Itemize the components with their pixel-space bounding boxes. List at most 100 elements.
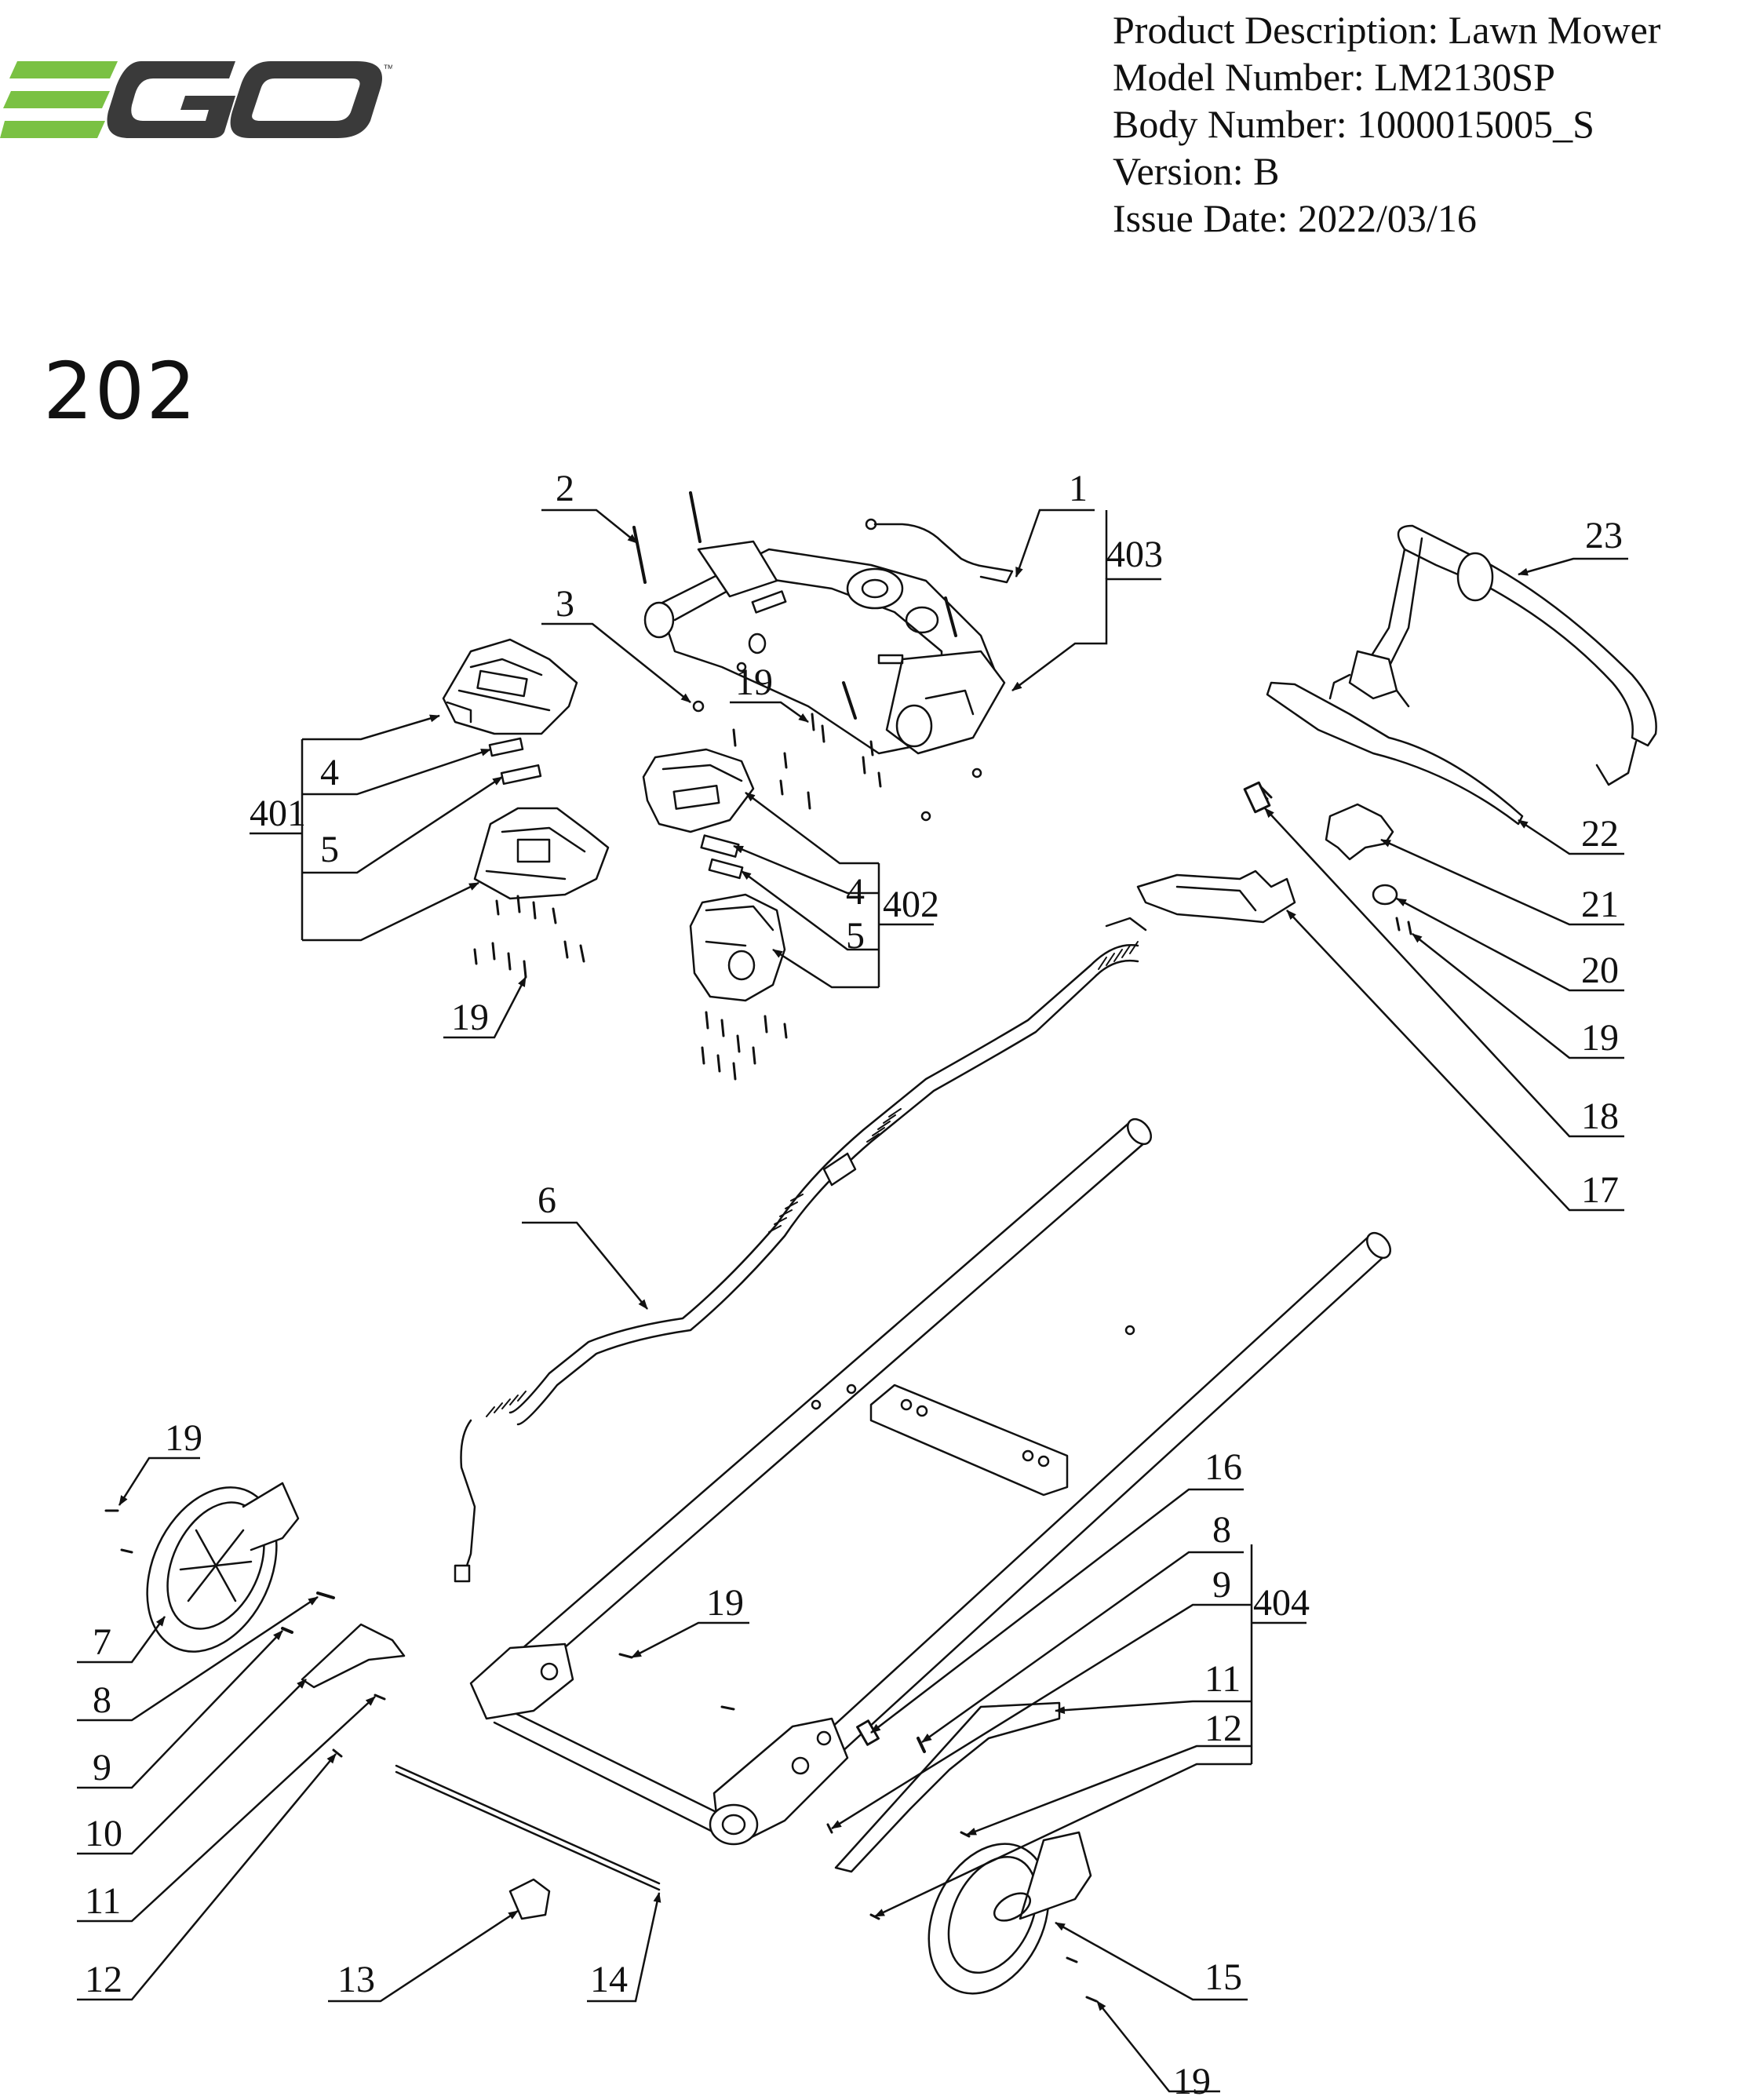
upper-handle-23 <box>1368 524 1657 786</box>
rubber-pad-4b <box>700 834 740 858</box>
cable-6-tail <box>460 1419 476 1579</box>
callout-19f: 19 <box>1173 2061 1211 2100</box>
clip-11a <box>374 1693 386 1701</box>
rubber-pad-5b <box>708 858 744 880</box>
callout-18: 18 <box>1581 1096 1619 1137</box>
callout-19d: 19 <box>165 1417 202 1459</box>
callout-4b: 4 <box>846 871 865 913</box>
leader-2 <box>541 509 638 544</box>
callout-12b: 12 <box>1204 1708 1242 1749</box>
trademark-symbol: ™ <box>383 62 392 75</box>
leader-19c <box>1412 933 1624 1059</box>
leader-5a <box>302 775 503 874</box>
screw-mid <box>842 681 857 720</box>
leader-18 <box>1264 808 1624 1138</box>
lower-handle-frame <box>469 1117 1392 1846</box>
leader-17 <box>1286 910 1624 1212</box>
screws-401 <box>473 895 585 979</box>
callout-11a: 11 <box>85 1880 121 1922</box>
callout-9b: 9 <box>1212 1564 1231 1606</box>
leader-12c <box>874 1763 1252 1918</box>
callout-8a: 8 <box>93 1679 111 1721</box>
callout-401: 401 <box>250 793 306 834</box>
callout-17: 17 <box>1581 1169 1619 1211</box>
sheet-number: 202 <box>43 345 198 437</box>
body-number: Body Number: 1000015005_S <box>1113 102 1594 146</box>
bracket-17 <box>1136 870 1296 924</box>
leader-6 <box>522 1221 648 1310</box>
callout-19e: 19 <box>706 1582 744 1624</box>
callout-1: 1 <box>1069 468 1088 509</box>
ego-logo-e <box>0 61 118 138</box>
leader-401-top <box>302 714 440 741</box>
housing-upper-402 <box>642 748 755 833</box>
callout-19a: 19 <box>735 662 773 703</box>
issue-date: Issue Date: 2022/03/16 <box>1113 196 1477 240</box>
leader-8b <box>921 1551 1244 1744</box>
leader-19e <box>631 1621 749 1659</box>
product-description: Product Description: Lawn Mower <box>1113 8 1661 52</box>
leader-21 <box>1380 838 1624 926</box>
callout-402: 402 <box>883 884 939 925</box>
leader-402-top <box>745 792 879 865</box>
callout-9a: 9 <box>93 1747 111 1788</box>
callout-7: 7 <box>93 1621 111 1663</box>
leader-4b <box>733 844 879 895</box>
callout-2: 2 <box>556 468 574 509</box>
callout-8b: 8 <box>1212 1509 1231 1551</box>
leader-15 <box>1055 1921 1248 2001</box>
leader-8a <box>77 1595 319 1722</box>
leader-12b <box>966 1745 1252 1836</box>
control-box-housing <box>643 540 1006 755</box>
callout-10: 10 <box>85 1813 122 1854</box>
leader-14 <box>587 1892 661 2003</box>
lever-10 <box>301 1623 406 1689</box>
leader-5b <box>741 870 879 951</box>
callout-5b: 5 <box>846 915 865 957</box>
wire-harness-1 <box>873 523 1014 584</box>
leader-19b <box>443 976 527 1039</box>
leader-19a <box>730 701 809 724</box>
leader-9a <box>77 1630 283 1789</box>
screw-19-mid <box>618 1653 633 1659</box>
leader-11a <box>77 1696 376 1923</box>
callout-5a: 5 <box>320 829 339 870</box>
callout-19b: 19 <box>451 997 489 1038</box>
leader-13 <box>328 1909 519 2003</box>
ego-logo-o <box>230 61 382 138</box>
leader-19d <box>118 1457 200 1506</box>
right-wheel-15 <box>927 1831 1092 1995</box>
callout-6: 6 <box>538 1179 556 1221</box>
callout-23: 23 <box>1585 515 1623 556</box>
ego-logo: ™ <box>0 61 392 138</box>
model-number: Model Number: LM2130SP <box>1113 55 1555 99</box>
pin-9b <box>826 1823 833 1834</box>
version: Version: B <box>1113 149 1280 193</box>
leader-10 <box>77 1679 307 1855</box>
leader-11b <box>1055 1700 1252 1715</box>
callout-4a: 4 <box>320 752 339 793</box>
cable-6 <box>508 944 1139 1426</box>
callout-403: 403 <box>1106 534 1163 575</box>
left-wheel-7 <box>146 1482 300 1653</box>
rubber-pad-4a <box>488 737 524 757</box>
housing-upper-401 <box>442 638 578 735</box>
callout-404: 404 <box>1253 1582 1310 1624</box>
leader-9b <box>831 1603 1252 1830</box>
callout-22: 22 <box>1581 813 1619 855</box>
clip-13 <box>508 1878 551 1920</box>
callout-12a: 12 <box>85 1959 122 2000</box>
leader-19f <box>1096 2000 1220 2093</box>
latch-21 <box>1325 803 1394 861</box>
spring-18 <box>1243 781 1273 814</box>
housing-lower-402 <box>689 893 786 1002</box>
leader-402-bottom <box>772 948 879 989</box>
callout-16: 16 <box>1204 1446 1242 1488</box>
housing-lower-401 <box>473 807 610 900</box>
callout-19c: 19 <box>1581 1017 1619 1059</box>
handle-switch-block <box>1328 650 1410 708</box>
pin-8b <box>917 1737 926 1753</box>
leader-3 <box>541 622 691 703</box>
product-info-block: Product Description: Lawn Mower Model Nu… <box>1113 6 1660 242</box>
